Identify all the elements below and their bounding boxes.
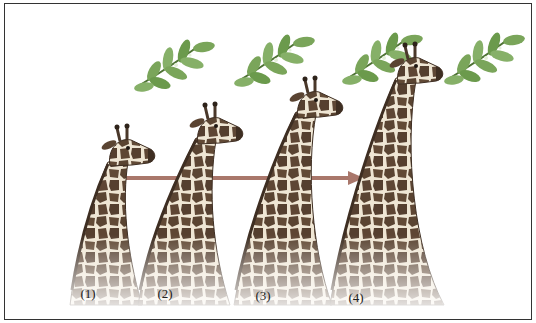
callout-number: (2) (157, 287, 172, 300)
evolution-arrow (122, 171, 364, 185)
leaf-branch (133, 38, 215, 93)
leaf-branch (443, 31, 525, 86)
callout-number: (4) (348, 291, 363, 304)
callout-number: (1) (80, 287, 95, 300)
callout-number: (3) (255, 289, 270, 302)
